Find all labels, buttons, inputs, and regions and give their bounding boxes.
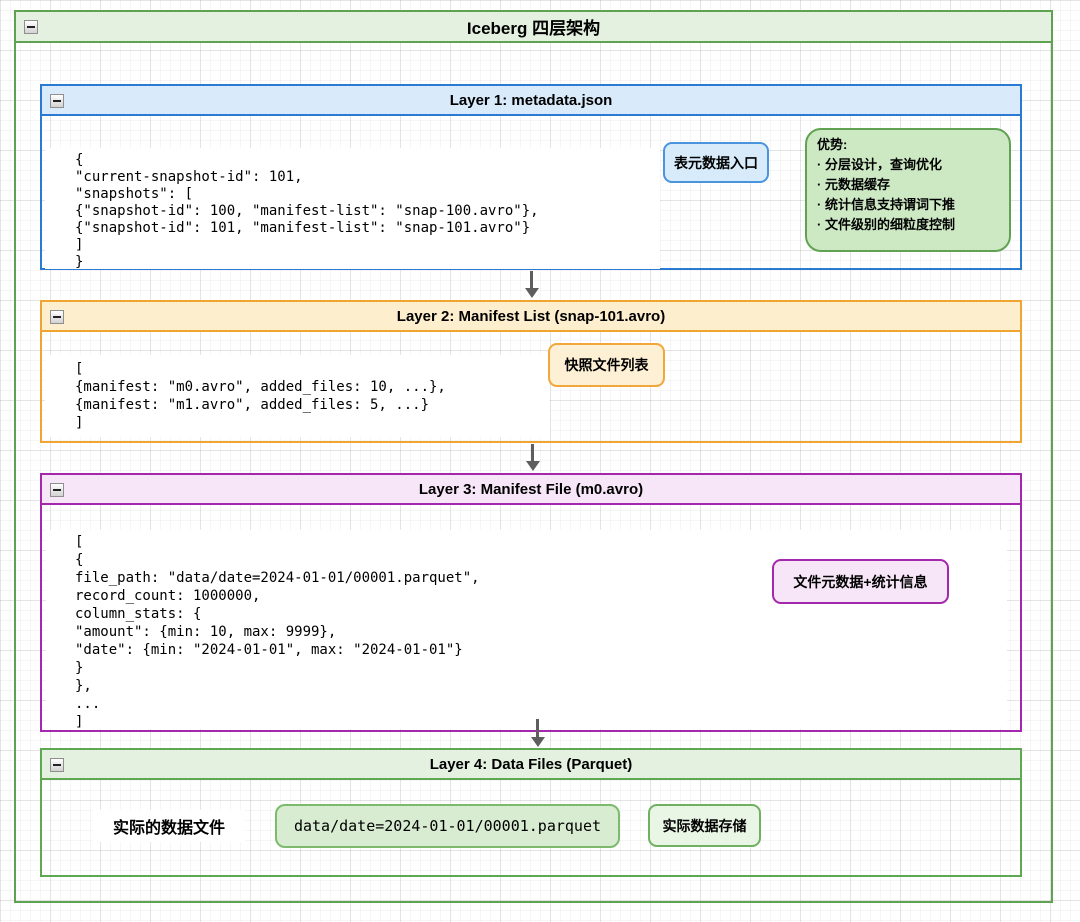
minus-icon <box>27 26 35 28</box>
diagram-title: Iceberg 四层架构 <box>466 19 601 38</box>
layer1-title: Layer 1: metadata.json <box>449 91 613 109</box>
layer1-code-block[interactable]: { "current-snapshot-id": 101, "snapshots… <box>45 148 660 270</box>
layer3-header[interactable]: Layer 3: Manifest File (m0.avro) <box>42 475 1020 505</box>
layer2-header[interactable]: Layer 2: Manifest List (snap-101.avro) <box>42 302 1020 332</box>
collapse-icon[interactable] <box>50 483 64 497</box>
layer2-title: Layer 2: Manifest List (snap-101.avro) <box>396 307 666 325</box>
layer3-title: Layer 3: Manifest File (m0.avro) <box>418 480 644 498</box>
arrow-stem <box>530 271 533 288</box>
layer4-title: Layer 4: Data Files (Parquet) <box>429 755 633 773</box>
layer4-container[interactable]: Layer 4: Data Files (Parquet) <box>40 748 1022 877</box>
minus-icon <box>53 489 61 491</box>
actual-data-files-label: 实际的数据文件 <box>93 810 245 842</box>
layer2-code-block[interactable]: [ {manifest: "m0.avro", added_files: 10,… <box>45 355 550 437</box>
collapse-icon[interactable] <box>50 310 64 324</box>
arrow-stem <box>531 444 534 461</box>
callout-table-metadata-entry[interactable]: 表元数据入口 <box>663 142 769 183</box>
callout-snapshot-file-list[interactable]: 快照文件列表 <box>548 343 665 387</box>
layer2-container[interactable]: Layer 2: Manifest List (snap-101.avro) <box>40 300 1022 443</box>
arrow-head-icon <box>525 288 539 298</box>
collapse-icon[interactable] <box>50 94 64 108</box>
layer3-container[interactable]: Layer 3: Manifest File (m0.avro) <box>40 473 1022 732</box>
arrow-head-icon <box>526 461 540 471</box>
collapse-icon[interactable] <box>24 20 38 34</box>
layer4-header[interactable]: Layer 4: Data Files (Parquet) <box>42 750 1020 780</box>
layer1-container[interactable]: Layer 1: metadata.json <box>40 84 1022 270</box>
outer-container-header[interactable]: Iceberg 四层架构 <box>16 12 1051 43</box>
outer-container[interactable]: Iceberg 四层架构 <box>14 10 1053 903</box>
down-arrow-layer3-layer4[interactable] <box>531 719 545 747</box>
advantages-box[interactable]: 优势: · 分层设计，查询优化 · 元数据缓存 · 统计信息支持谓词下推 · 文… <box>805 128 1011 252</box>
callout-file-metadata-stats[interactable]: 文件元数据+统计信息 <box>772 559 949 604</box>
arrow-stem <box>536 719 539 737</box>
down-arrow-layer2-layer3[interactable] <box>526 444 540 471</box>
minus-icon <box>53 316 61 318</box>
collapse-icon[interactable] <box>50 758 64 772</box>
layer1-header[interactable]: Layer 1: metadata.json <box>42 86 1020 116</box>
callout-actual-data-storage[interactable]: 实际数据存储 <box>648 804 761 847</box>
minus-icon <box>53 100 61 102</box>
minus-icon <box>53 764 61 766</box>
arrow-head-icon <box>531 737 545 747</box>
parquet-file-path-box[interactable]: data/date=2024-01-01/00001.parquet <box>275 804 620 848</box>
down-arrow-layer1-layer2[interactable] <box>525 271 539 298</box>
